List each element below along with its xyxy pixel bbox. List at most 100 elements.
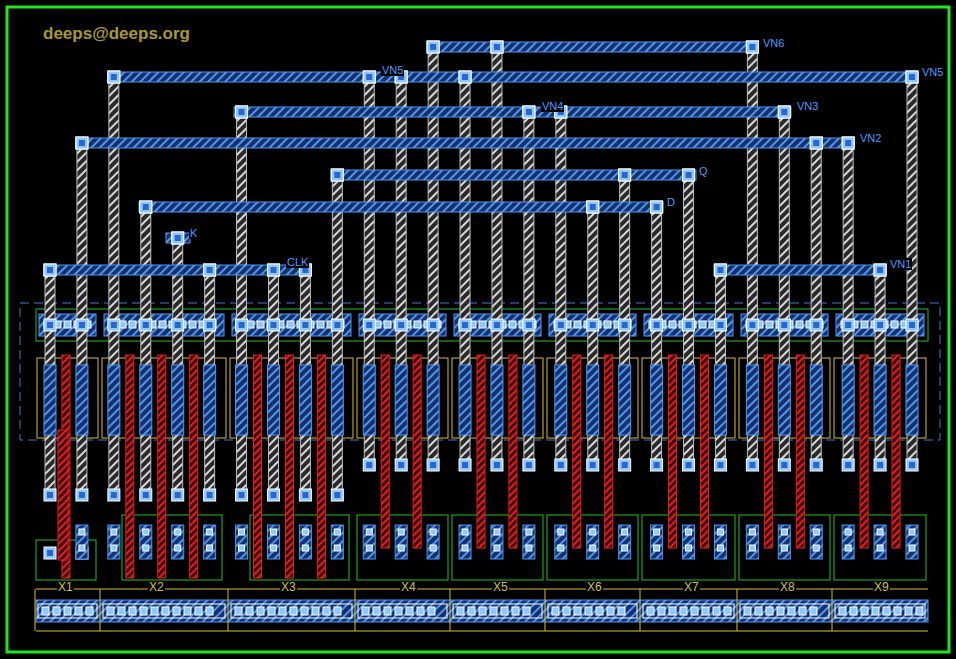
cell-boundary [35, 589, 36, 631]
signal-label: K [189, 227, 198, 239]
rail-contact [658, 607, 665, 615]
metal2-strap [556, 112, 566, 465]
ndiff-region [357, 515, 448, 580]
metal3-bus [44, 265, 311, 275]
pdiff-contact-strip [267, 365, 279, 435]
ndiff-contact [558, 529, 564, 535]
metal2-strap [875, 270, 885, 465]
rail-contact [151, 607, 158, 615]
ndiff-region [834, 515, 926, 580]
ndiff-contact [654, 545, 660, 551]
ndiff-contact-strip [906, 525, 918, 559]
substrate-contact [414, 321, 421, 328]
via-contact [236, 489, 248, 501]
poly-gate [509, 355, 517, 548]
via-cut [686, 172, 692, 178]
via-cut [302, 492, 308, 498]
via-contact [746, 319, 758, 331]
ndiff-contact [494, 545, 500, 551]
via-cut [430, 322, 436, 328]
via-cut [430, 462, 436, 468]
via-cut [270, 492, 276, 498]
via-contact [714, 319, 726, 331]
via-cut [302, 322, 308, 328]
ground-rail [36, 600, 928, 622]
pdiff-contact-strip [204, 365, 216, 435]
via-cut [813, 322, 819, 328]
ndiff-contact-strip [299, 525, 311, 559]
rail-segment [643, 604, 734, 618]
via-contact [651, 201, 663, 213]
via-cut [654, 462, 660, 468]
pdiff-contact-strip [778, 365, 790, 435]
via-cut [781, 109, 787, 115]
via-contact [44, 264, 56, 276]
via-cut [270, 322, 276, 328]
signal-label: Q [698, 165, 709, 177]
substrate-contact [766, 321, 773, 328]
via-cut [462, 462, 468, 468]
rail-contact [479, 607, 486, 615]
ndiff-contact [398, 529, 404, 535]
rail-contact [523, 607, 530, 615]
via-cut [813, 140, 819, 146]
pdiff-contact-strip [44, 365, 56, 435]
via-contact [395, 319, 407, 331]
via-contact [810, 137, 822, 149]
ndiff-contact [366, 529, 372, 535]
substrate-contact [891, 321, 898, 328]
poly-gate [477, 355, 485, 548]
via-cut [430, 44, 436, 50]
ndiff-contact [558, 545, 564, 551]
via-cut [813, 462, 819, 468]
rail-contact [574, 607, 581, 615]
rail-contact [468, 607, 475, 615]
via-cut [909, 462, 915, 468]
substrate-contact [189, 321, 196, 328]
via-cut [622, 172, 628, 178]
rail-contact [607, 607, 614, 615]
cell-name: X4 [400, 581, 417, 594]
via-contact [363, 71, 375, 83]
via-cut [717, 267, 723, 273]
via-contact [491, 319, 503, 331]
via-contact [906, 71, 918, 83]
via-cut [909, 74, 915, 80]
ndiff-contact [207, 529, 213, 535]
ndiff-contact [717, 545, 723, 551]
metal2-strap [45, 270, 55, 495]
via-cut [79, 140, 85, 146]
pdiff-contact-strip [651, 365, 663, 435]
metal2-strap [907, 77, 917, 465]
via-contact [140, 489, 152, 501]
via-layer [44, 41, 918, 501]
via-contact [299, 319, 311, 331]
via-contact [491, 41, 503, 53]
via-contact [363, 71, 375, 83]
via-contact [459, 71, 471, 83]
rail-contact [905, 607, 912, 615]
ndiff-contact-strip [267, 525, 279, 559]
rail-contact [501, 607, 508, 615]
via-contact [587, 459, 599, 471]
via-contact [267, 264, 279, 276]
metal2-strap [173, 238, 183, 495]
via-contact [267, 489, 279, 501]
rail-contact [334, 607, 341, 615]
pdiff-contact-strip [842, 365, 854, 435]
substrate-contact [129, 321, 136, 328]
pdiff-contact-strip [76, 365, 88, 435]
rail-contact [195, 607, 202, 615]
pdiff-contact-strip [587, 365, 599, 435]
via-contact [395, 459, 407, 471]
ndiff-contact [622, 529, 628, 535]
via-cut [334, 172, 340, 178]
via-cut [781, 109, 787, 115]
watermark: deeps@deeps.org [42, 25, 191, 44]
rail-contact [257, 607, 264, 615]
via-contact [172, 232, 184, 244]
rail-contact [42, 607, 49, 615]
rail-contact [861, 607, 868, 615]
signal-label: VN6 [762, 37, 785, 49]
metal2-strap [460, 77, 470, 465]
